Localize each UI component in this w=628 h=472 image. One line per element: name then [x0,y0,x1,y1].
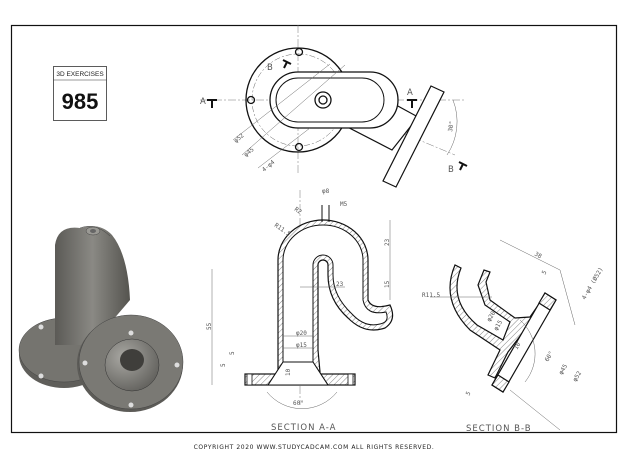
section-a-a: φ8 M5 R2 R11.5 23 15 23 55 φ20 φ15 5 5 1… [206,188,394,433]
dim-bb-t5b: 5 [465,390,473,397]
dim-t5b: 5 [220,363,227,367]
exercise-badge: 3D EXERCISES 985 [53,66,107,121]
dim-m5: M5 [340,201,348,208]
dim-d52: φ52 [233,132,246,145]
badge-label: 3D EXERCISES [56,71,104,78]
dim-bb-t5a: 5 [541,269,549,276]
dim-bb-r115: R11.5 [422,292,440,299]
dim-holes: 4-φ4 [261,159,277,174]
dim-bb-t10: 10 [513,341,523,351]
top-view: A A B B φ52 φ45 4-φ4 30° [200,25,468,188]
dim-v23: 23 [384,238,391,246]
dim-t5a: 5 [229,351,236,355]
dim-r2: R2 [293,206,303,216]
dim-55: 55 [206,322,213,330]
section-marker-a-left: A [200,97,207,107]
dim-bb-d15: φ15 [493,319,505,332]
dim-h23: 23 [336,281,344,288]
dim-d8: φ8 [322,188,330,195]
dim-r115: R11.5 [273,222,292,238]
isometric-model [18,226,184,412]
dim-t10: 10 [285,368,292,376]
section-b-b-title: SECTION B-B [466,424,532,434]
dim-bb-d20: φ20 [486,310,498,323]
dim-angle-30: 30° [447,120,456,132]
drawing-frame [10,24,618,434]
dim-d45: φ45 [243,146,256,159]
copyright-notice: COPYRIGHT 2020 WWW.STUDYCADCAM.COM ALL R… [194,444,435,451]
dim-bb-holes: 4-φ4 (Ø52) [581,266,605,301]
section-marker-b-bottom: B [448,165,455,175]
dim-60deg: 60° [293,400,304,407]
dim-d15: φ15 [296,342,307,349]
dim-d20: φ20 [296,330,307,337]
dim-v15: 15 [384,280,391,288]
section-marker-a-right: A [407,88,414,98]
dim-bb-d45: φ45 [558,363,570,376]
badge-number: 985 [62,89,99,114]
section-marker-b-top: B [267,63,274,73]
section-a-a-title: SECTION A-A [271,423,336,433]
dim-bb-60deg: 60° [544,350,555,363]
dim-38: 38 [533,251,543,261]
dim-bb-d52: φ52 [572,370,584,383]
section-b-b: 38 5 4-φ4 (Ø52) R11.5 φ20 φ15 10 60° φ45… [422,239,605,434]
